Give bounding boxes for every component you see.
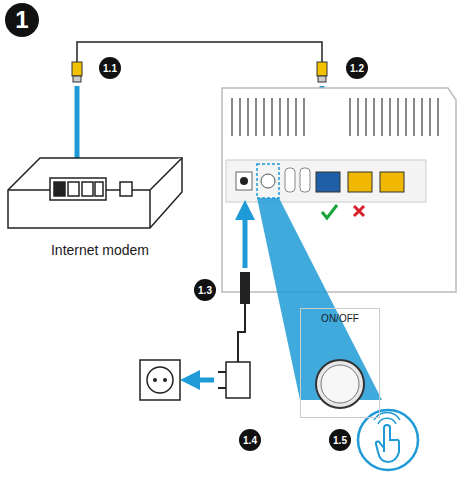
callout-number: 1.1 — [99, 57, 121, 79]
router-drawing — [222, 88, 456, 292]
callout-number: 1.2 — [346, 57, 368, 79]
callout-number: 1.5 — [329, 429, 351, 451]
press-icon — [358, 410, 418, 470]
step-number: 1 — [5, 3, 39, 37]
button-inset: ON/OFF — [300, 308, 380, 418]
step-number-text: 1 — [15, 6, 28, 34]
blue-arrow — [190, 378, 214, 383]
callout-number: 1.4 — [239, 429, 261, 451]
wall-socket — [140, 360, 180, 400]
cross-mark — [354, 206, 364, 216]
power-cable — [218, 272, 250, 398]
callout-number: 1.3 — [194, 279, 216, 301]
node-label: Internet modem — [51, 242, 149, 258]
callout-number-text: 1.3 — [198, 285, 212, 296]
callout-number-text: 1.2 — [350, 63, 364, 74]
node-label: ON/OFF — [321, 313, 359, 324]
modem-drawing — [8, 158, 182, 228]
check-mark — [322, 205, 337, 218]
modem-box: Internet modem — [10, 150, 190, 262]
power-button — [316, 360, 364, 408]
ethernet-plug — [72, 62, 327, 82]
blue-arrow — [243, 210, 248, 268]
callout-number-text: 1.1 — [103, 63, 117, 74]
callout-number-text: 1.4 — [243, 435, 257, 446]
callout-number-text: 1.5 — [333, 435, 347, 446]
